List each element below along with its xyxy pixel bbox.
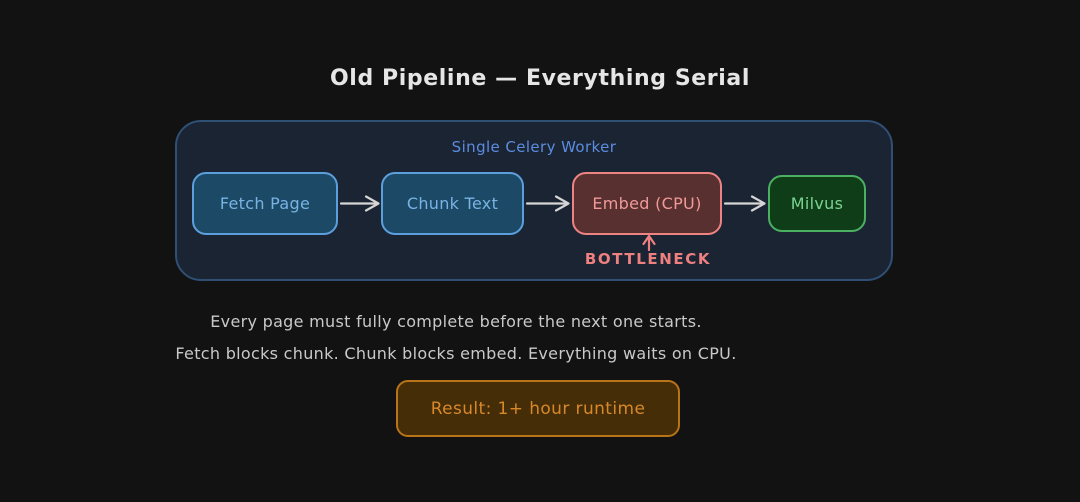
node-chunk-text-label: Chunk Text	[406, 194, 499, 213]
note-line-1: Every page must fully complete before th…	[210, 312, 702, 331]
node-chunk-text: Chunk Text	[381, 172, 524, 235]
node-fetch-page: Fetch Page	[192, 172, 338, 235]
note-line-2: Fetch blocks chunk. Chunk blocks embed. …	[175, 344, 737, 363]
bottleneck-label: BOTTLENECK	[584, 250, 712, 268]
result-label: Result: 1+ hour runtime	[430, 398, 646, 419]
node-milvus-label: Milvus	[790, 194, 844, 213]
diagram-title: Old Pipeline — Everything Serial	[330, 66, 750, 91]
node-embed-cpu: Embed (CPU)	[572, 172, 722, 235]
worker-group-label: Single Celery Worker	[451, 138, 617, 156]
notes-block: Every page must fully complete before th…	[140, 306, 772, 370]
node-embed-cpu-label: Embed (CPU)	[592, 194, 702, 213]
node-fetch-page-label: Fetch Page	[219, 194, 311, 213]
result-box: Result: 1+ hour runtime	[396, 380, 680, 437]
node-milvus: Milvus	[768, 175, 866, 232]
